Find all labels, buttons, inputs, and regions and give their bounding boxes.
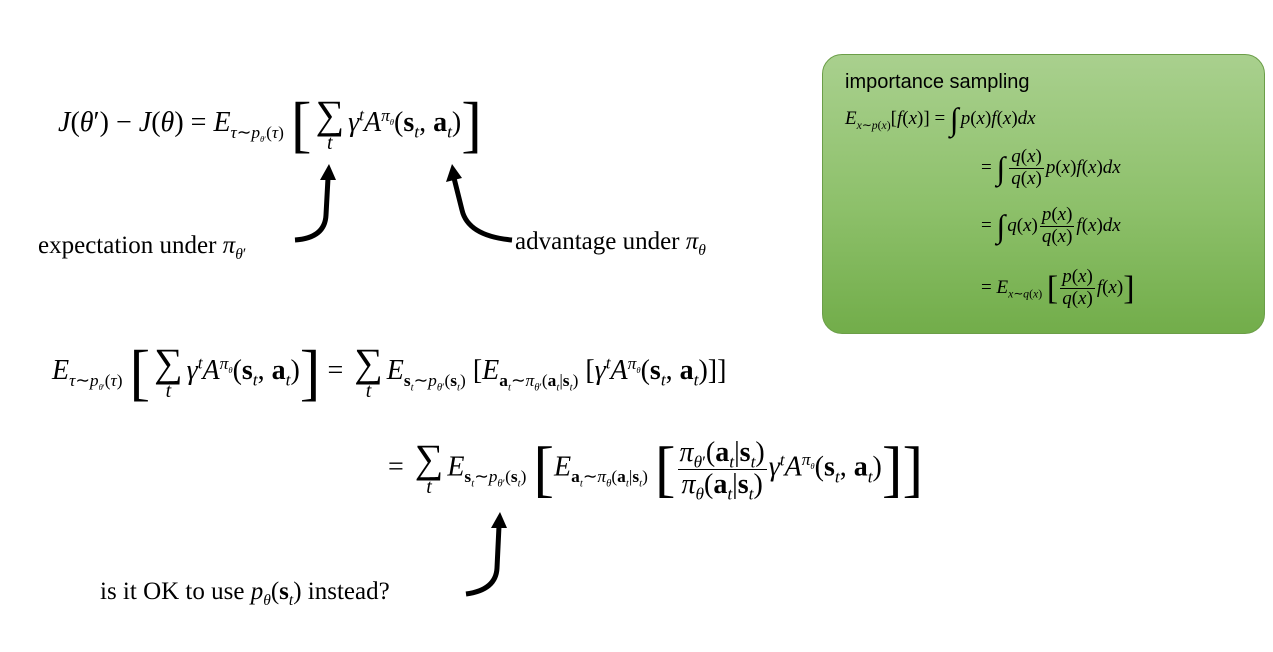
is-line-3: = ∫q(x)p(x)q(x)f(x)dx xyxy=(981,204,1121,247)
importance-sampling-box: importance sampling Ex∼p(x)[f(x)] = ∫p(x… xyxy=(822,54,1265,334)
advantage-label: advantage under πθ xyxy=(515,228,706,259)
expectation-label: expectation under πθ′ xyxy=(38,232,247,263)
is-line-2: = ∫q(x)q(x)p(x)f(x)dx xyxy=(981,146,1121,189)
question-label: is it OK to use pθ(st) instead? xyxy=(100,578,390,609)
curved-arrow-icon xyxy=(465,512,507,597)
importance-sampling-title: importance sampling xyxy=(845,71,1030,93)
question-label-tail: instead? xyxy=(307,578,390,605)
is-line-1: Ex∼p(x)[f(x)] = ∫p(x)f(x)dx xyxy=(845,101,1036,137)
curved-arrow-icon xyxy=(446,164,513,243)
expectation-label-text: expectation under xyxy=(38,232,217,259)
advantage-label-text: advantage under xyxy=(515,228,680,255)
is-line-4: = Ex∼q(x) [p(x)q(x)f(x)] xyxy=(981,266,1135,309)
curved-arrow-icon xyxy=(294,164,336,243)
question-label-text: is it OK to use xyxy=(100,578,245,605)
